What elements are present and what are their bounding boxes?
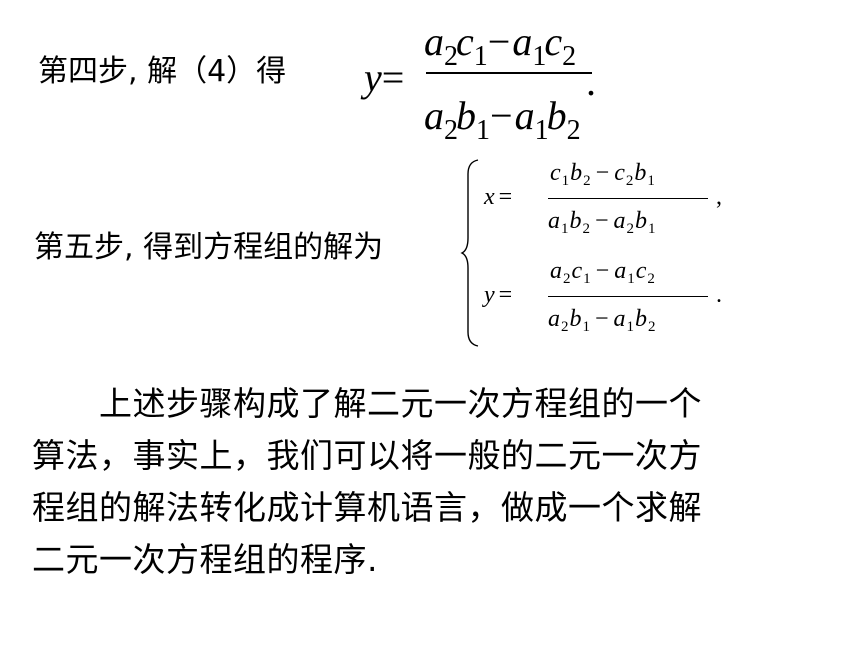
explanation-paragraph: 上述步骤构成了解二元一次方程组的一个 算法，事实上，我们可以将一般的二元一次方 … <box>32 378 822 586</box>
paragraph-line: 二元一次方程组的程序. <box>32 540 378 579</box>
paragraph-line: 上述步骤构成了解二元一次方程组的一个 <box>32 384 702 423</box>
x-row-lhs: x= <box>484 184 513 210</box>
step4-label: 第四步, 解（4）得 <box>38 54 287 89</box>
paragraph-line: 程组的解法转化成计算机语言，做成一个求解 <box>32 488 702 527</box>
step4-numerator: a2c1−a1c2 <box>424 19 576 72</box>
y-denominator: a2b1−a1b2 <box>548 306 657 335</box>
step5-label: 第五步, 得到方程组的解为 <box>34 230 384 265</box>
x-row-comma: , <box>716 184 722 210</box>
x-numerator: c1b2−c2b1 <box>550 160 656 189</box>
step4-fraction-bar <box>426 72 592 74</box>
x-denominator: a1b2−a2b1 <box>548 208 657 237</box>
step4-period: . <box>586 59 596 104</box>
solution-system: x= c1b2−c2b1 a1b2−a2b1 , y= a2c1−a1c2 a2… <box>460 158 750 348</box>
paragraph-line: 算法，事实上，我们可以将一般的二元一次方 <box>32 436 702 475</box>
y-row-period: . <box>716 282 722 308</box>
step4-denominator: a2b1−a1b2 <box>424 93 581 146</box>
y-numerator: a2c1−a1c2 <box>550 258 656 287</box>
y-fraction-bar <box>548 296 708 297</box>
y-row-lhs: y= <box>484 282 513 308</box>
x-fraction-bar <box>548 198 708 199</box>
left-brace-icon <box>460 159 479 347</box>
step4-lhs: y= <box>364 55 405 100</box>
